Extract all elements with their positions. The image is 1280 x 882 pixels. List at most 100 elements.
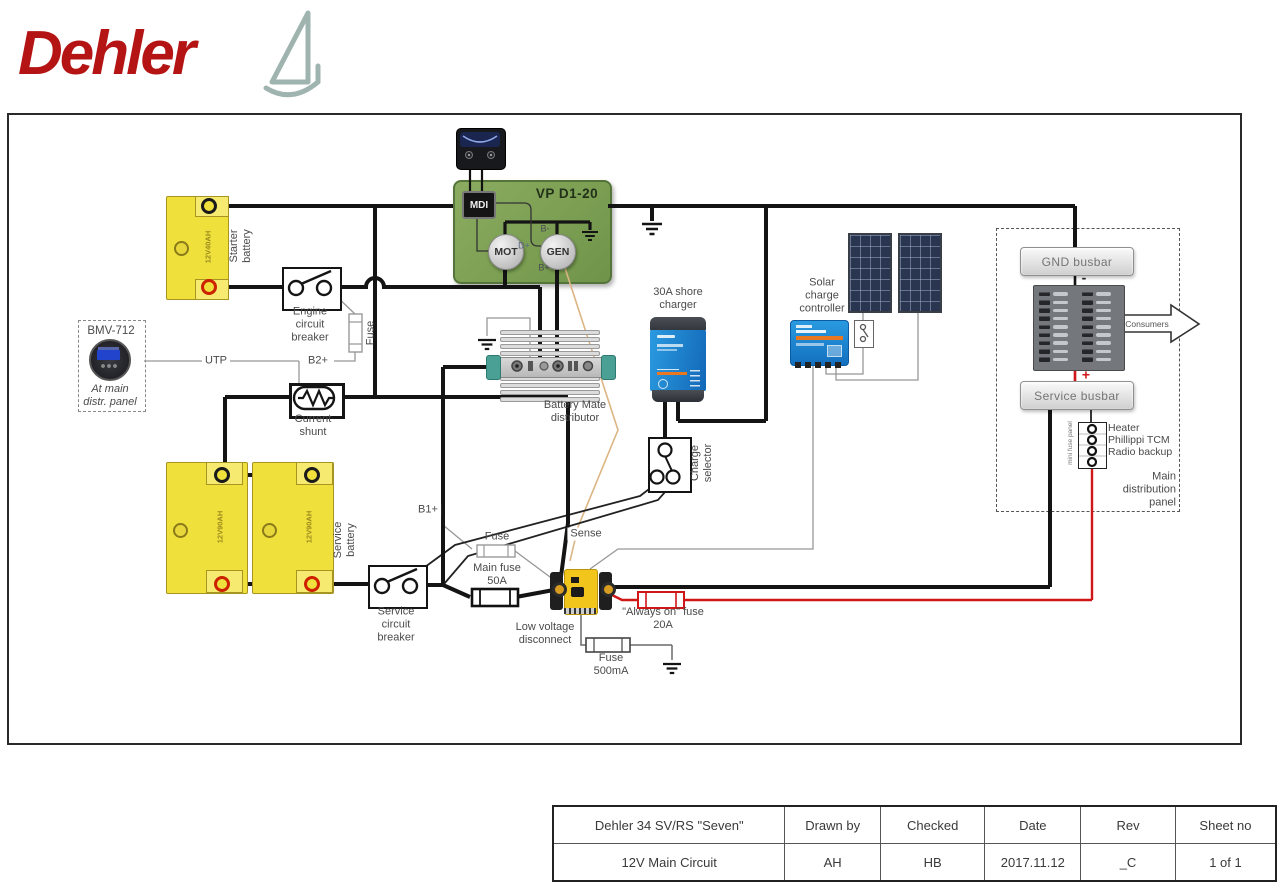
lvd-terminal-left	[552, 582, 567, 597]
service-breaker-label: Service circuit breaker	[377, 605, 415, 644]
panel-switch-row	[1039, 339, 1068, 347]
d-plus-label: D+	[518, 240, 530, 251]
minus-label: -	[1081, 269, 1087, 286]
gnd-busbar: GND busbar	[1020, 247, 1134, 276]
low-voltage-disconnect	[550, 567, 616, 615]
panel-switch-row	[1082, 331, 1111, 339]
charge-selector-symbol	[649, 442, 681, 485]
service1-pos-terminal	[214, 576, 230, 592]
fuse-vert-label: Fuse	[364, 320, 377, 346]
battery-mate-label: Battery Mate distributor	[543, 399, 607, 424]
title-block-sheet-label: Sheet no	[1174, 805, 1277, 844]
brand-logo-text: Dehler	[18, 19, 196, 88]
title-block-rev-value: _C	[1080, 843, 1176, 882]
circuit-heater: Heater	[1108, 421, 1140, 434]
small-fuse-label: Fuse	[484, 530, 510, 543]
bmv-outline	[78, 320, 146, 412]
vp-title: VP D1-20	[535, 186, 599, 202]
panel-switch-row	[1039, 347, 1068, 355]
panel-switch-row	[1082, 356, 1111, 364]
starter-battery-capacity: 12V40AH	[203, 230, 213, 264]
service2-capacity: 12V90AH	[304, 510, 314, 544]
service-busbar: Service busbar	[1020, 381, 1134, 410]
mini-fuse-panel	[1078, 422, 1107, 469]
current-shunt-label: Current shunt	[294, 413, 332, 438]
starter-battery-cap	[174, 241, 189, 256]
gen-label: GEN	[546, 246, 570, 258]
bmv-gauge-display	[97, 350, 120, 360]
title-block-subtitle: 12V Main Circuit	[552, 843, 786, 882]
battery-mate-endcap-left	[486, 355, 501, 380]
mini-fuse-holes	[1079, 423, 1106, 468]
gen-terminal: GEN	[540, 234, 576, 270]
mini-fuse-panel-label: mini fuse panel	[1067, 421, 1075, 465]
service2-cap	[262, 523, 277, 538]
panel-switch-row	[1082, 347, 1111, 355]
panel-switch-row	[1039, 331, 1068, 339]
service-battery-label: Service battery	[332, 521, 357, 559]
consumers-label: Consumers	[1125, 318, 1169, 329]
drawing-border	[7, 113, 1242, 745]
mdi-label: MDI	[469, 199, 489, 211]
b-minus-label: B-	[540, 223, 550, 234]
battery-mate-distributor	[486, 330, 616, 402]
b-plus-label: B+	[538, 262, 550, 273]
panel-switch-row	[1039, 323, 1068, 331]
lvd-label: Low voltage disconnect	[515, 621, 575, 646]
title-block-checked-value: HB	[879, 843, 986, 882]
starter-battery-label: Starter battery	[228, 229, 253, 263]
circuit-radio: Radio backup	[1108, 445, 1173, 458]
main-distribution-panel-label: Main distribution panel	[1122, 470, 1176, 509]
lvd-terminal-right	[601, 582, 616, 597]
consumers-arrow	[1121, 303, 1201, 344]
gnd-busbar-label: GND busbar	[1041, 254, 1113, 269]
mot-terminal: MOT	[488, 234, 524, 270]
panel-switch-row	[1039, 290, 1068, 298]
panel-switch-row	[1039, 306, 1068, 314]
solar-panel-1	[848, 233, 892, 313]
panel-switch-row	[1082, 315, 1111, 323]
b1-label: B1+	[415, 503, 441, 517]
solar-switch-symbol	[859, 323, 869, 343]
title-block: Dehler 34 SV/RS "Seven" Drawn by Checked…	[552, 805, 1277, 882]
title-block-rev-label: Rev	[1080, 805, 1176, 844]
sailboat-icon	[263, 10, 321, 98]
utp-label: UTP	[202, 354, 230, 368]
title-block-drawn-value: AH	[784, 843, 881, 882]
battery-mate-endcap-right	[601, 355, 616, 380]
panel-switch-row	[1082, 306, 1111, 314]
brand-logo: Dehler	[18, 18, 196, 90]
bmv-gauge-buttons	[100, 364, 117, 368]
service-breaker-symbol	[373, 567, 419, 595]
panel-switch-row	[1082, 290, 1111, 298]
service-busbar-label: Service busbar	[1034, 388, 1120, 403]
starter-battery-neg-terminal	[201, 198, 217, 214]
bmv-note: At main distr. panel	[83, 383, 137, 408]
service1-capacity: 12V90AH	[215, 510, 225, 544]
title-block-date-value: 2017.11.12	[984, 843, 1082, 882]
engine-panel-display	[460, 132, 500, 159]
mdi-module: MDI	[462, 191, 496, 219]
fuse-500-label: Fuse 500mA	[593, 652, 629, 677]
panel-switch-row	[1082, 323, 1111, 331]
solar-switch	[854, 320, 874, 348]
sense-label: Sense	[567, 527, 605, 541]
engine-breaker-label: Engine circuit breaker	[291, 305, 329, 344]
starter-battery-pos-terminal	[201, 279, 217, 295]
battery-mate-terminals	[511, 360, 594, 372]
engine-breaker-symbol	[287, 269, 333, 297]
distribution-switch-panel	[1033, 285, 1125, 371]
panel-switch-row	[1039, 298, 1068, 306]
panel-switch-row	[1082, 339, 1111, 347]
service2-pos-terminal	[304, 576, 320, 592]
shore-charger-label: 30A shore charger	[653, 286, 703, 311]
panel-switch-row	[1039, 356, 1068, 364]
mot-label: MOT	[494, 246, 518, 258]
main-distribution-panel-outline	[996, 228, 1180, 512]
main-fuse-label: Main fuse 50A	[473, 562, 521, 587]
title-block-checked-label: Checked	[879, 805, 986, 844]
shore-charger	[650, 317, 706, 402]
panel-switch-row	[1082, 298, 1111, 306]
charge-selector-label: Charge selector	[689, 443, 714, 483]
